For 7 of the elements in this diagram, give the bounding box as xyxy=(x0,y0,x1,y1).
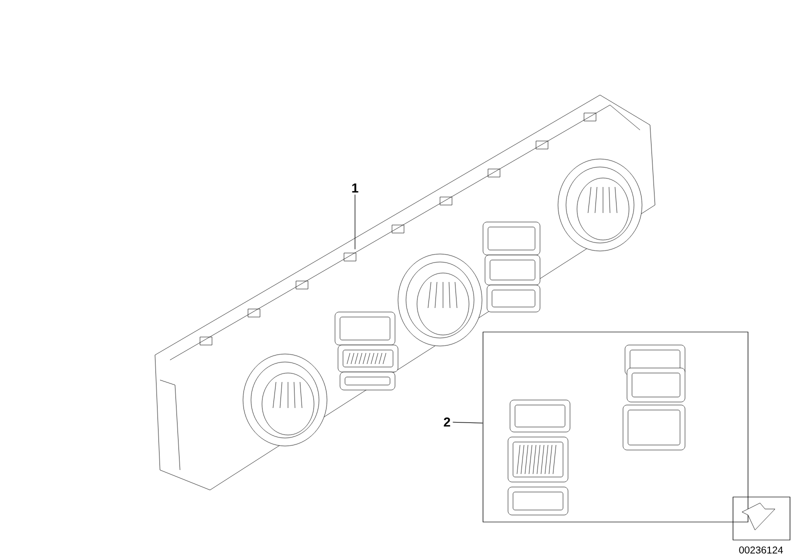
leader-line xyxy=(354,194,356,250)
callout-number: 2 xyxy=(444,417,450,427)
leader-line xyxy=(452,422,483,424)
picture-number: 00236124 xyxy=(739,546,783,554)
part-set-box xyxy=(482,332,748,522)
callout-number: 1 xyxy=(352,184,358,192)
control-panel-drawing xyxy=(154,94,656,490)
